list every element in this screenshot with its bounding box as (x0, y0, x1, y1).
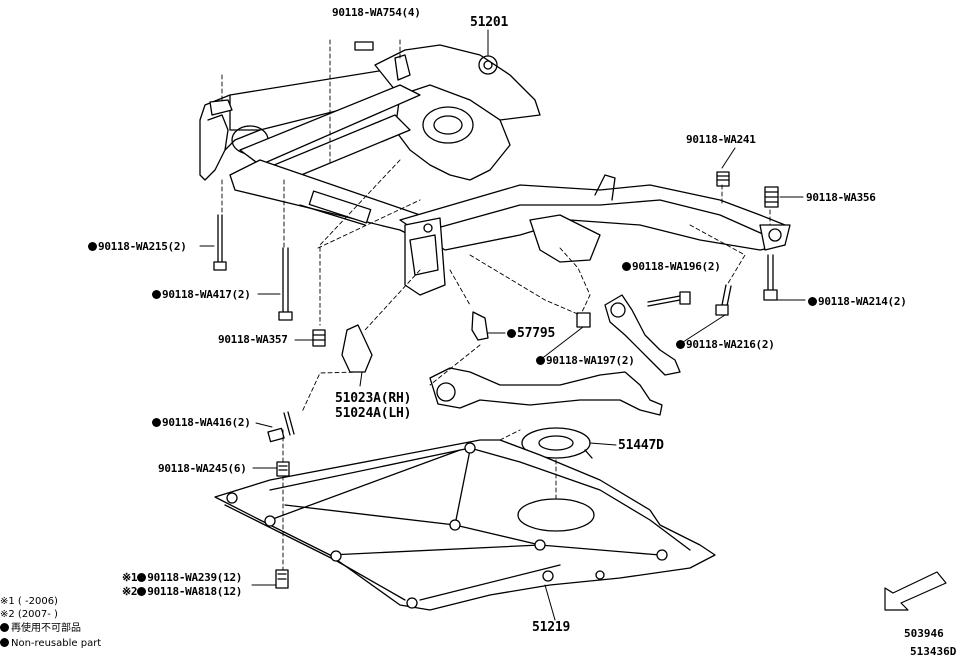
callout-wa239-text: 90118-WA239(12) (147, 571, 243, 584)
callout-wa818-text: 90118-WA818(12) (147, 585, 243, 598)
non-reusable-dot-icon (0, 638, 9, 647)
non-reusable-dot-icon (507, 329, 516, 338)
callout-wa416[interactable]: 90118-WA416(2) (152, 416, 251, 429)
callout-51201[interactable]: 51201 (470, 15, 509, 30)
illustration-code-2: 513436D (910, 645, 957, 658)
callout-wa196[interactable]: 90118-WA196(2) (622, 260, 721, 273)
callout-wa216[interactable]: 90118-WA216(2) (676, 338, 775, 351)
callout-wa197[interactable]: 90118-WA197(2) (536, 354, 635, 367)
non-reusable-dot-icon (808, 297, 817, 306)
callout-51024a-lh[interactable]: 51024A(LH) (335, 406, 412, 421)
callout-wa417-text: 90118-WA417(2) (162, 288, 251, 301)
under-cover-shape (214, 439, 716, 611)
legend-line-4-text: Non-reusable part (11, 638, 102, 649)
callout-wa818[interactable]: ※2 90118-WA818(12) (122, 585, 242, 598)
legend-line-3-text: 再使用不可部品 (11, 623, 81, 634)
callout-wa754[interactable]: 90118-WA754(4) (332, 6, 421, 19)
callout-wa239[interactable]: ※1 90118-WA239(12) (122, 571, 242, 584)
illustration-code-1: 503946 (904, 627, 944, 640)
callout-wa241[interactable]: 90118-WA241 (686, 133, 756, 146)
callout-wa214[interactable]: 90118-WA214(2) (808, 295, 907, 308)
legend-line-3: 再使用不可部品 (0, 623, 81, 635)
non-reusable-dot-icon (0, 623, 9, 632)
direction-arrow-shape (884, 571, 947, 611)
marker-1: ※1 (122, 571, 138, 584)
legend-line-1: ※1 ( -2006) (0, 596, 58, 607)
callout-wa357[interactable]: 90118-WA357 (218, 333, 288, 346)
callout-wa197-text: 90118-WA197(2) (546, 354, 635, 367)
legend-line-2: ※2 (2007- ) (0, 609, 58, 620)
callout-wa196-text: 90118-WA196(2) (632, 260, 721, 273)
callout-51219[interactable]: 51219 (532, 620, 571, 635)
callout-wa214-text: 90118-WA214(2) (818, 295, 907, 308)
non-reusable-dot-icon (622, 262, 631, 271)
callout-wa216-text: 90118-WA216(2) (686, 338, 775, 351)
callout-wa416-text: 90118-WA416(2) (162, 416, 251, 429)
non-reusable-dot-icon (88, 242, 97, 251)
callout-57795-text: 57795 (517, 326, 556, 341)
callout-wa417[interactable]: 90118-WA417(2) (152, 288, 251, 301)
marker-2: ※2 (122, 585, 138, 598)
stabilizer-bracket-shape (341, 324, 373, 373)
non-reusable-dot-icon (137, 573, 147, 582)
callout-wa215[interactable]: 90118-WA215(2) (88, 240, 187, 253)
legend-line-4: Non-reusable part (0, 638, 101, 650)
non-reusable-dot-icon (536, 356, 545, 365)
callout-wa215-text: 90118-WA215(2) (98, 240, 187, 253)
non-reusable-dot-icon (152, 418, 161, 427)
bolts (213, 41, 779, 589)
callout-51023a-rh[interactable]: 51023A(RH) (335, 391, 412, 406)
non-reusable-dot-icon (676, 340, 685, 349)
callout-wa356[interactable]: 90118-WA356 (806, 191, 876, 204)
leader-lines (199, 29, 806, 621)
callout-51447d[interactable]: 51447D (618, 438, 664, 453)
callout-57795[interactable]: 57795 (507, 327, 555, 340)
callout-wa245[interactable]: 90118-WA245(6) (158, 462, 247, 475)
crossmember-shape (199, 44, 791, 296)
lower-arm-rear-shape (429, 367, 663, 416)
bracket-57795-shape (471, 311, 489, 341)
dashed-lines (221, 39, 771, 571)
non-reusable-dot-icon (137, 587, 147, 596)
non-reusable-dot-icon (152, 290, 161, 299)
